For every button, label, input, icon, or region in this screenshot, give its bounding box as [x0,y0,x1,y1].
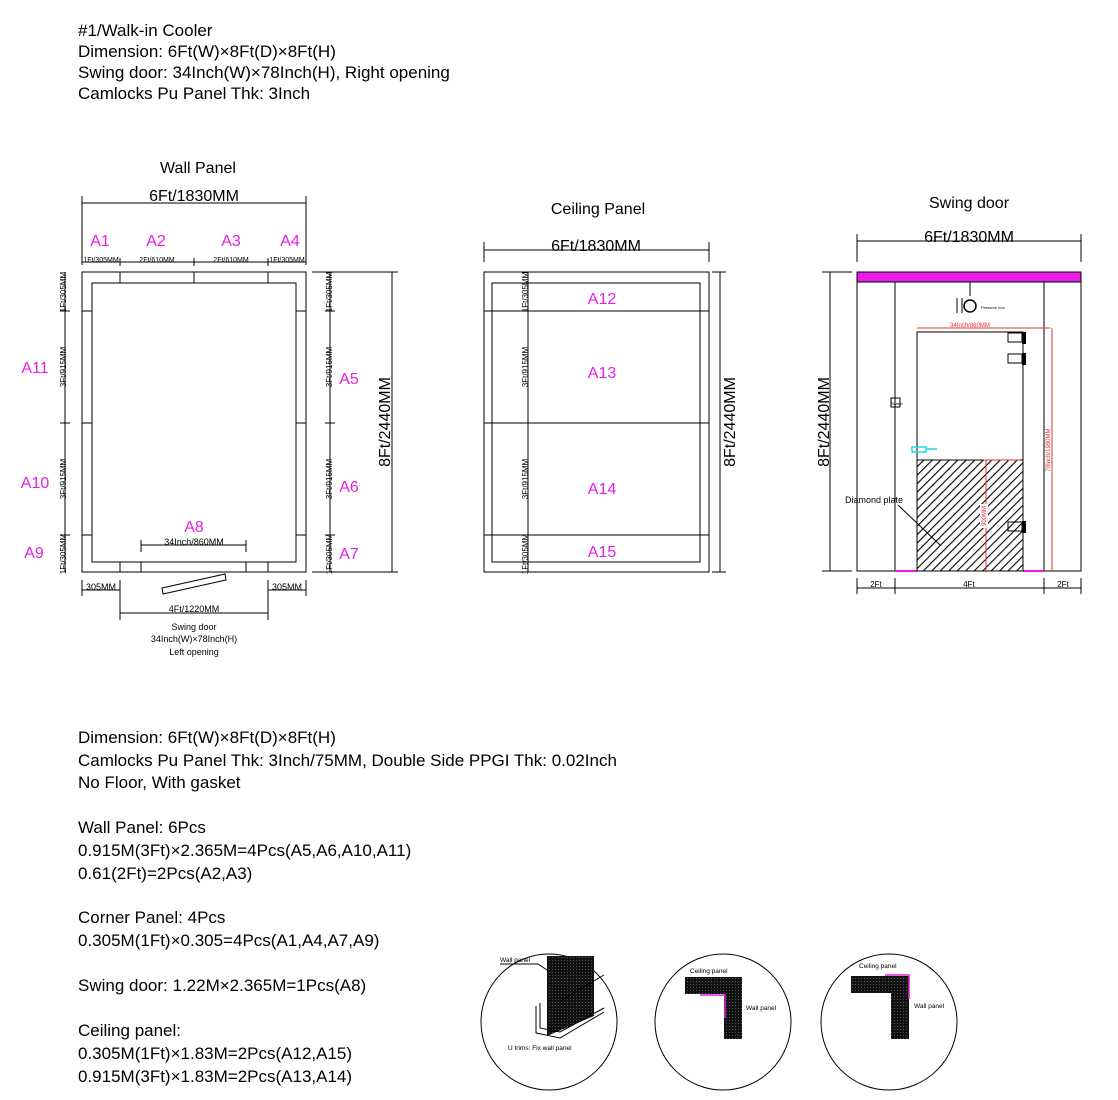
door-note: Left opening [169,647,219,657]
pressure-valve-icon [963,299,977,313]
plate-label: Diamond plate [845,495,903,505]
ceiling-panel-title: Ceiling Panel [551,201,645,218]
spec-line: No Floor, With gasket [78,773,241,792]
bottom-dim: 2Ft [1057,580,1069,589]
header-dimension: Dimension: 6Ft(W)×8Ft(D)×8Ft(H) [78,42,336,61]
door-opening-dim: 4Ft/1220MM [169,604,220,614]
wall-panel-title: Wall Panel [160,160,236,177]
top-dim: 1Ft/305MM [83,257,119,264]
spec-line: 0.305M(1Ft)×1.83M=2Pcs(A12,A15) [78,1044,353,1063]
side-dim: 3Ft/915MM [59,346,68,387]
door-height-dim: 78Inch/1980MM [1046,428,1052,471]
label-a3: A3 [221,233,241,250]
side-dim: 3Ft/915MM [325,458,334,499]
side-dim: 1Ft/305MM [59,271,68,312]
spec-line: Corner Panel: 4Pcs [78,908,226,927]
swing-door-title: Swing door [929,195,1010,212]
header-door: Swing door: 34Inch(W)×78Inch(H), Right o… [78,63,450,82]
door-swing-symbol [161,573,227,595]
side-dim: 1Ft/305MM [325,533,334,574]
header-title: #1/Walk-in Cooler [78,21,213,40]
spec-line: 0.61(2Ft)=2Pcs(A2,A3) [78,864,253,883]
spec-line: Swing door: 1.22M×2.365M=1Pcs(A8) [78,976,367,995]
plate-height-dim: 900MM [982,506,988,526]
door-width-dim: 34Inch/860MM [164,537,224,547]
height-dim: 8Ft/2440MM [722,377,739,467]
label-a13: A13 [588,365,617,382]
side-dim: 3Ft/915MM [59,458,68,499]
label-a12: A12 [588,291,617,308]
detail-label: Ceiling panel [859,963,897,970]
spec-line: Camlocks Pu Panel Thk: 3Inch/75MM, Doubl… [78,751,617,770]
side-dim: 3Ft/915MM [325,346,334,387]
detail-corner-2: Ceiling panel Wall panel [820,953,958,1091]
top-dim: 1Ft/305MM [269,257,305,264]
hinge-icon [1007,521,1026,533]
label-a2: A2 [146,233,166,250]
door-note: Swing door [171,622,216,632]
spec-line: 0.915M(3Ft)×1.83M=2Pcs(A13,A14) [78,1067,353,1086]
detail-u-trim: Wall panel U trims: Fix wall panel [480,953,618,1091]
wall-panel-drawing: Wall Panel 6Ft/1830MM A1 A2 A3 A4 A5 A6 … [21,160,398,657]
height-dim: 8Ft/2440MM [377,377,394,467]
side-dim: 3Ft/915MM [521,346,530,387]
detail-label: Wall panel [914,1003,945,1010]
switch-icon [890,397,901,408]
pressure-label: Pressure tool [981,305,1005,310]
top-dim: 2Ft/610MM [213,257,249,264]
bottom-dim: 2Ft [870,580,882,589]
width-dim: 6Ft/1830MM [149,188,239,205]
door-handle-icon [911,446,927,453]
door-width-dim: 34Inch/860MM [950,323,990,329]
top-dim: 2Ft/610MM [139,257,175,264]
side-dim: 1Ft/305MM [521,533,530,574]
door-note: 34Inch(W)×78Inch(H) [151,634,237,644]
bottom-dim: 4Ft [963,580,975,589]
label-a8: A8 [184,519,204,536]
label-a4: A4 [280,233,300,250]
spec-line: Wall Panel: 6Pcs [78,818,206,837]
switch-label: Switch [891,401,903,406]
top-trim [856,271,1082,283]
label-a14: A14 [588,481,617,498]
width-dim: 6Ft/1830MM [551,238,641,255]
label-a11: A11 [21,360,48,377]
spec-line: 0.915M(3Ft)×2.365M=4Pcs(A5,A6,A10,A11) [78,841,412,860]
diamond-plate [916,459,1024,572]
label-a5: A5 [339,371,359,388]
side-dim: 1Ft/305MM [59,533,68,574]
spec-line: Ceiling panel: [78,1021,182,1040]
width-dim: 6Ft/1830MM [924,229,1014,246]
detail-label: Ceiling panel [690,968,728,975]
label-a9: A9 [24,545,44,562]
side-dim: 1Ft/305MM [521,271,530,312]
height-dim: 8Ft/2440MM [816,377,833,467]
side-dim: 3Ft/915MM [521,458,530,499]
hinge-icon [1007,332,1026,344]
label-a10: A10 [21,475,50,492]
swing-door-drawing: Swing door 6Ft/1830MM Pressure tool Swit… [816,195,1082,594]
header-thickness: Camlocks Pu Panel Thk: 3Inch [78,84,311,103]
label-a6: A6 [339,479,359,496]
bottom-dim: 305MM [86,582,116,592]
spec-line: 0.305M(1Ft)×0.305=4Pcs(A1,A4,A7,A9) [78,931,380,950]
detail-caption: U trims: Fix wall panel [508,1045,572,1052]
side-dim: 1Ft/305MM [325,271,334,312]
label-a15: A15 [588,544,617,561]
detail-label: Wall panel [500,957,531,964]
hinge-icon [1007,353,1026,365]
bottom-dim: 305MM [272,582,302,592]
detail-label: Wall panel [746,1005,777,1012]
detail-corner-1: Ceiling panel Wall panel [654,953,792,1091]
ceiling-panel-drawing: Ceiling Panel 6Ft/1830MM 1Ft/305MM 3Ft/9… [483,201,739,574]
label-a7: A7 [339,546,359,563]
spec-line: Dimension: 6Ft(W)×8Ft(D)×8Ft(H) [78,728,336,747]
label-a1: A1 [90,233,110,250]
